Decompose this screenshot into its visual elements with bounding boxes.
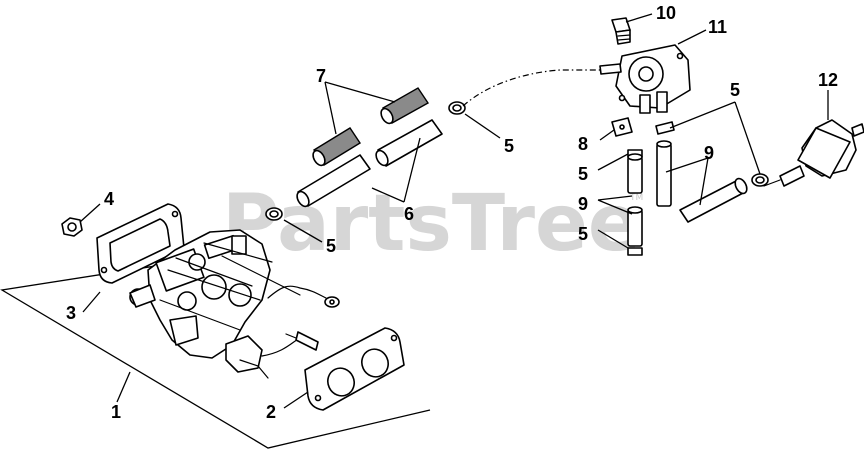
fuel-hose-long (656, 140, 672, 207)
callout-2: 2 (266, 402, 276, 422)
nut (61, 217, 83, 237)
callout-5-left: 5 (326, 236, 336, 256)
hose-connector-top (655, 121, 675, 135)
fuel-line-path (462, 69, 602, 107)
callout-9-left: 9 (578, 194, 588, 214)
fuel-hose-angled (679, 177, 748, 223)
hose-clamp-mid (448, 101, 466, 115)
hose-connector-lower-left (627, 247, 643, 256)
callout-12: 12 (818, 70, 838, 90)
hose-clamp-right (751, 173, 769, 187)
callout-4: 4 (104, 189, 114, 209)
callout-10: 10 (656, 3, 676, 23)
fuel-filter (763, 119, 864, 187)
callout-8: 8 (578, 134, 588, 154)
callout-5-right: 5 (730, 80, 740, 100)
fuel-hose-short-lower (627, 206, 643, 247)
white-hose-pair (296, 119, 443, 208)
callout-6: 6 (404, 204, 414, 224)
carburetor (129, 229, 301, 379)
lower-gasket (304, 327, 405, 411)
square-block (611, 117, 633, 137)
callout-11: 11 (708, 17, 727, 37)
ground-wire-terminal (267, 285, 340, 308)
vent-fitting (611, 17, 631, 45)
callout-1: 1 (111, 402, 121, 422)
fuel-pump (599, 44, 691, 114)
hose-clamp-left (265, 207, 283, 221)
callout-5-lower-hose: 5 (578, 224, 588, 244)
solenoid-lead (261, 331, 319, 357)
fuel-hose-short-upper (627, 153, 643, 194)
callout-5-upper-hose: 5 (578, 164, 588, 184)
leader-lines (79, 13, 829, 409)
gray-hose-pair (312, 87, 430, 167)
callout-5-mid: 5 (504, 136, 514, 156)
watermark-trademark: TM (629, 193, 643, 203)
callout-3: 3 (66, 303, 76, 323)
callout-9-right: 9 (704, 143, 714, 163)
callout-7: 7 (316, 66, 326, 86)
